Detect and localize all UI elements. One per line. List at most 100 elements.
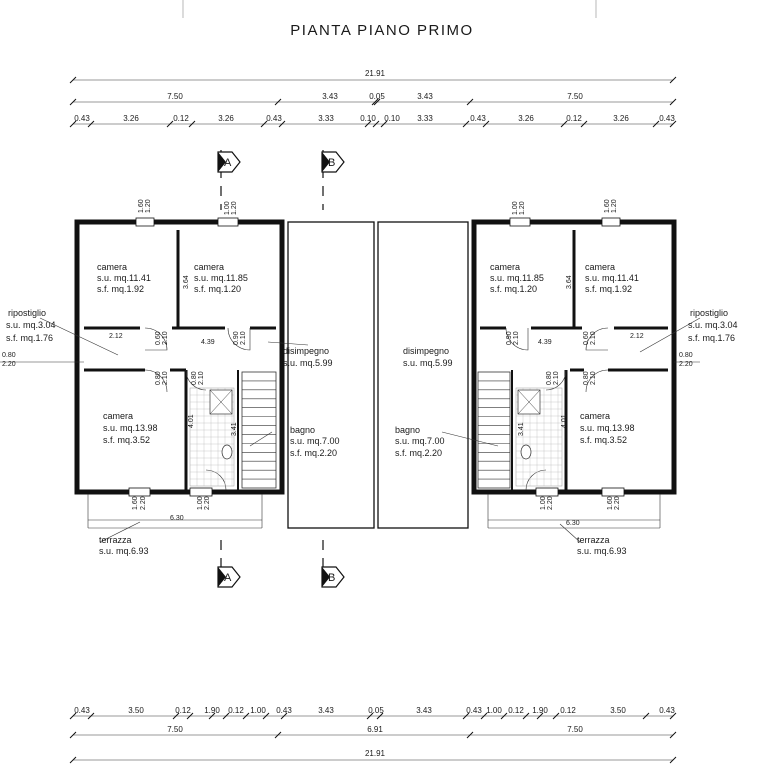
svg-text:terrazza: terrazza [99,535,132,545]
svg-text:1.20: 1.20 [145,199,152,213]
interior-dims-left: 2.12 4.39 6.30 0.80 2.20 3.64 4.01 3.41 … [2,199,247,522]
svg-text:s.u. mq.5.99: s.u. mq.5.99 [283,358,333,368]
room-label-bagno-right: bagno s.u. mq.7.00 s.f. mq.2.20 [395,425,445,458]
dim-top-row3-7: 0.10 [384,114,400,123]
svg-text:3.41: 3.41 [231,422,238,436]
svg-text:2.10: 2.10 [590,371,597,385]
svg-text:s.f. mq.1.20: s.f. mq.1.20 [490,284,537,294]
svg-text:3.41: 3.41 [518,422,525,436]
svg-text:2.10: 2.10 [240,331,247,345]
staircase-right [477,371,511,489]
svg-text:s.u. mq.13.98: s.u. mq.13.98 [580,423,635,433]
dim-top-row2-0: 7.50 [167,92,183,101]
room-label-terrazza-right: terrazza s.u. mq.6.93 [577,535,627,556]
svg-text:3.64: 3.64 [566,275,573,289]
dim-bot-row1-9: 3.43 [416,706,432,715]
terrace-left [87,494,263,529]
room-label-camera-1-right: camera s.u. mq.11.41 s.f. mq.1.92 [585,262,639,294]
svg-text:camera: camera [580,411,610,421]
svg-text:3.64: 3.64 [183,275,190,289]
svg-text:s.f. mq.1.20: s.f. mq.1.20 [194,284,241,294]
dim-top-row2-4: 7.50 [567,92,583,101]
svg-text:disimpegno: disimpegno [283,346,329,356]
svg-text:0.80: 0.80 [546,371,553,385]
svg-text:s.u. mq.13.98: s.u. mq.13.98 [103,423,158,433]
dim-bot-row2-0: 7.50 [167,725,183,734]
svg-text:s.u. mq.7.00: s.u. mq.7.00 [290,436,340,446]
svg-text:2.20: 2.20 [679,361,693,368]
svg-text:1.60: 1.60 [607,496,614,510]
svg-text:terrazza: terrazza [577,535,610,545]
svg-text:bagno: bagno [395,425,420,435]
svg-text:s.f. mq.1.92: s.f. mq.1.92 [97,284,144,294]
svg-text:s.u. mq.11.41: s.u. mq.11.41 [97,273,151,283]
svg-text:1.00: 1.00 [512,201,519,215]
dim-bot-row1-15: 3.50 [610,706,626,715]
svg-text:s.f. mq.3.52: s.f. mq.3.52 [103,435,150,445]
svg-text:0.90: 0.90 [233,331,240,345]
svg-text:1.20: 1.20 [231,201,238,215]
svg-text:2.12: 2.12 [630,333,644,340]
dim-top-row3-0: 0.43 [74,114,90,123]
svg-text:1.00: 1.00 [224,201,231,215]
svg-text:camera: camera [103,411,133,421]
svg-text:s.f. mq.3.52: s.f. mq.3.52 [580,435,627,445]
dim-total-top: 21.91 [365,69,386,78]
room-label-camera-1-left: camera s.u. mq.11.41 s.f. mq.1.92 [97,262,151,294]
leader-lines [0,317,701,543]
svg-text:1.20: 1.20 [611,199,618,213]
svg-text:s.f. mq.1.92: s.f. mq.1.92 [585,284,632,294]
section-lines [220,150,324,590]
svg-text:1.60: 1.60 [138,199,145,213]
svg-text:s.u. mq.5.99: s.u. mq.5.99 [403,358,453,368]
svg-text:ripostiglio: ripostiglio [8,308,46,318]
dim-top-row3-12: 3.26 [613,114,629,123]
dim-top-row2-1: 3.43 [322,92,338,101]
svg-text:2.10: 2.10 [513,331,520,345]
svg-text:bagno: bagno [290,425,315,435]
dim-top-row2-3: 3.43 [417,92,433,101]
room-label-disimpegno-left: disimpegno s.u. mq.5.99 [283,346,333,368]
svg-text:4.01: 4.01 [561,414,568,428]
svg-text:1.60: 1.60 [132,496,139,510]
svg-text:s.f. mq.1.76: s.f. mq.1.76 [6,333,53,343]
svg-text:s.u. mq.11.85: s.u. mq.11.85 [194,273,248,283]
dim-top-row3-1: 3.26 [123,114,139,123]
dim-bot-row1-7: 3.43 [318,706,334,715]
dim-top-row3-8: 3.33 [417,114,433,123]
svg-text:1.20: 1.20 [519,201,526,215]
room-label-disimpegno-right: disimpegno s.u. mq.5.99 [403,346,453,368]
svg-text:s.u. mq.7.00: s.u. mq.7.00 [395,436,445,446]
page-title: PIANTA PIANO PRIMO [290,22,473,39]
svg-text:s.u. mq.6.93: s.u. mq.6.93 [99,546,149,556]
svg-text:0.90: 0.90 [506,331,513,345]
svg-text:A: A [224,572,232,584]
dim-top-row3-11: 0.12 [566,114,582,123]
svg-text:2.20: 2.20 [547,496,554,510]
unit-right [471,217,677,529]
dim-top-row3-9: 0.43 [470,114,486,123]
svg-text:s.f. mq.2.20: s.f. mq.2.20 [290,448,337,458]
central-void-left [287,221,375,529]
svg-text:2.20: 2.20 [614,496,621,510]
svg-text:2.20: 2.20 [204,496,211,510]
svg-text:6.30: 6.30 [170,515,184,522]
bathroom-tiles-left [189,387,235,487]
dim-top-row3-3: 3.26 [218,114,234,123]
dim-top-row2-2: 0.05 [369,92,385,101]
svg-text:2.12: 2.12 [109,333,123,340]
dim-top-row3-2: 0.12 [173,114,189,123]
svg-text:s.u. mq.3.04: s.u. mq.3.04 [688,320,738,330]
svg-text:s.u. mq.11.41: s.u. mq.11.41 [585,273,639,283]
svg-text:s.u. mq.11.85: s.u. mq.11.85 [490,273,544,283]
svg-text:s.u. mq.6.93: s.u. mq.6.93 [577,546,627,556]
dim-bot-row1-8: 0.05 [368,706,384,715]
dim-bot-row1-10: 0.43 [466,706,482,715]
svg-text:2.10: 2.10 [553,371,560,385]
svg-text:0.80: 0.80 [679,352,693,359]
dim-top-row3-6: 0.10 [360,114,376,123]
svg-text:2.20: 2.20 [140,496,147,510]
dim-top-row3-4: 0.43 [266,114,282,123]
